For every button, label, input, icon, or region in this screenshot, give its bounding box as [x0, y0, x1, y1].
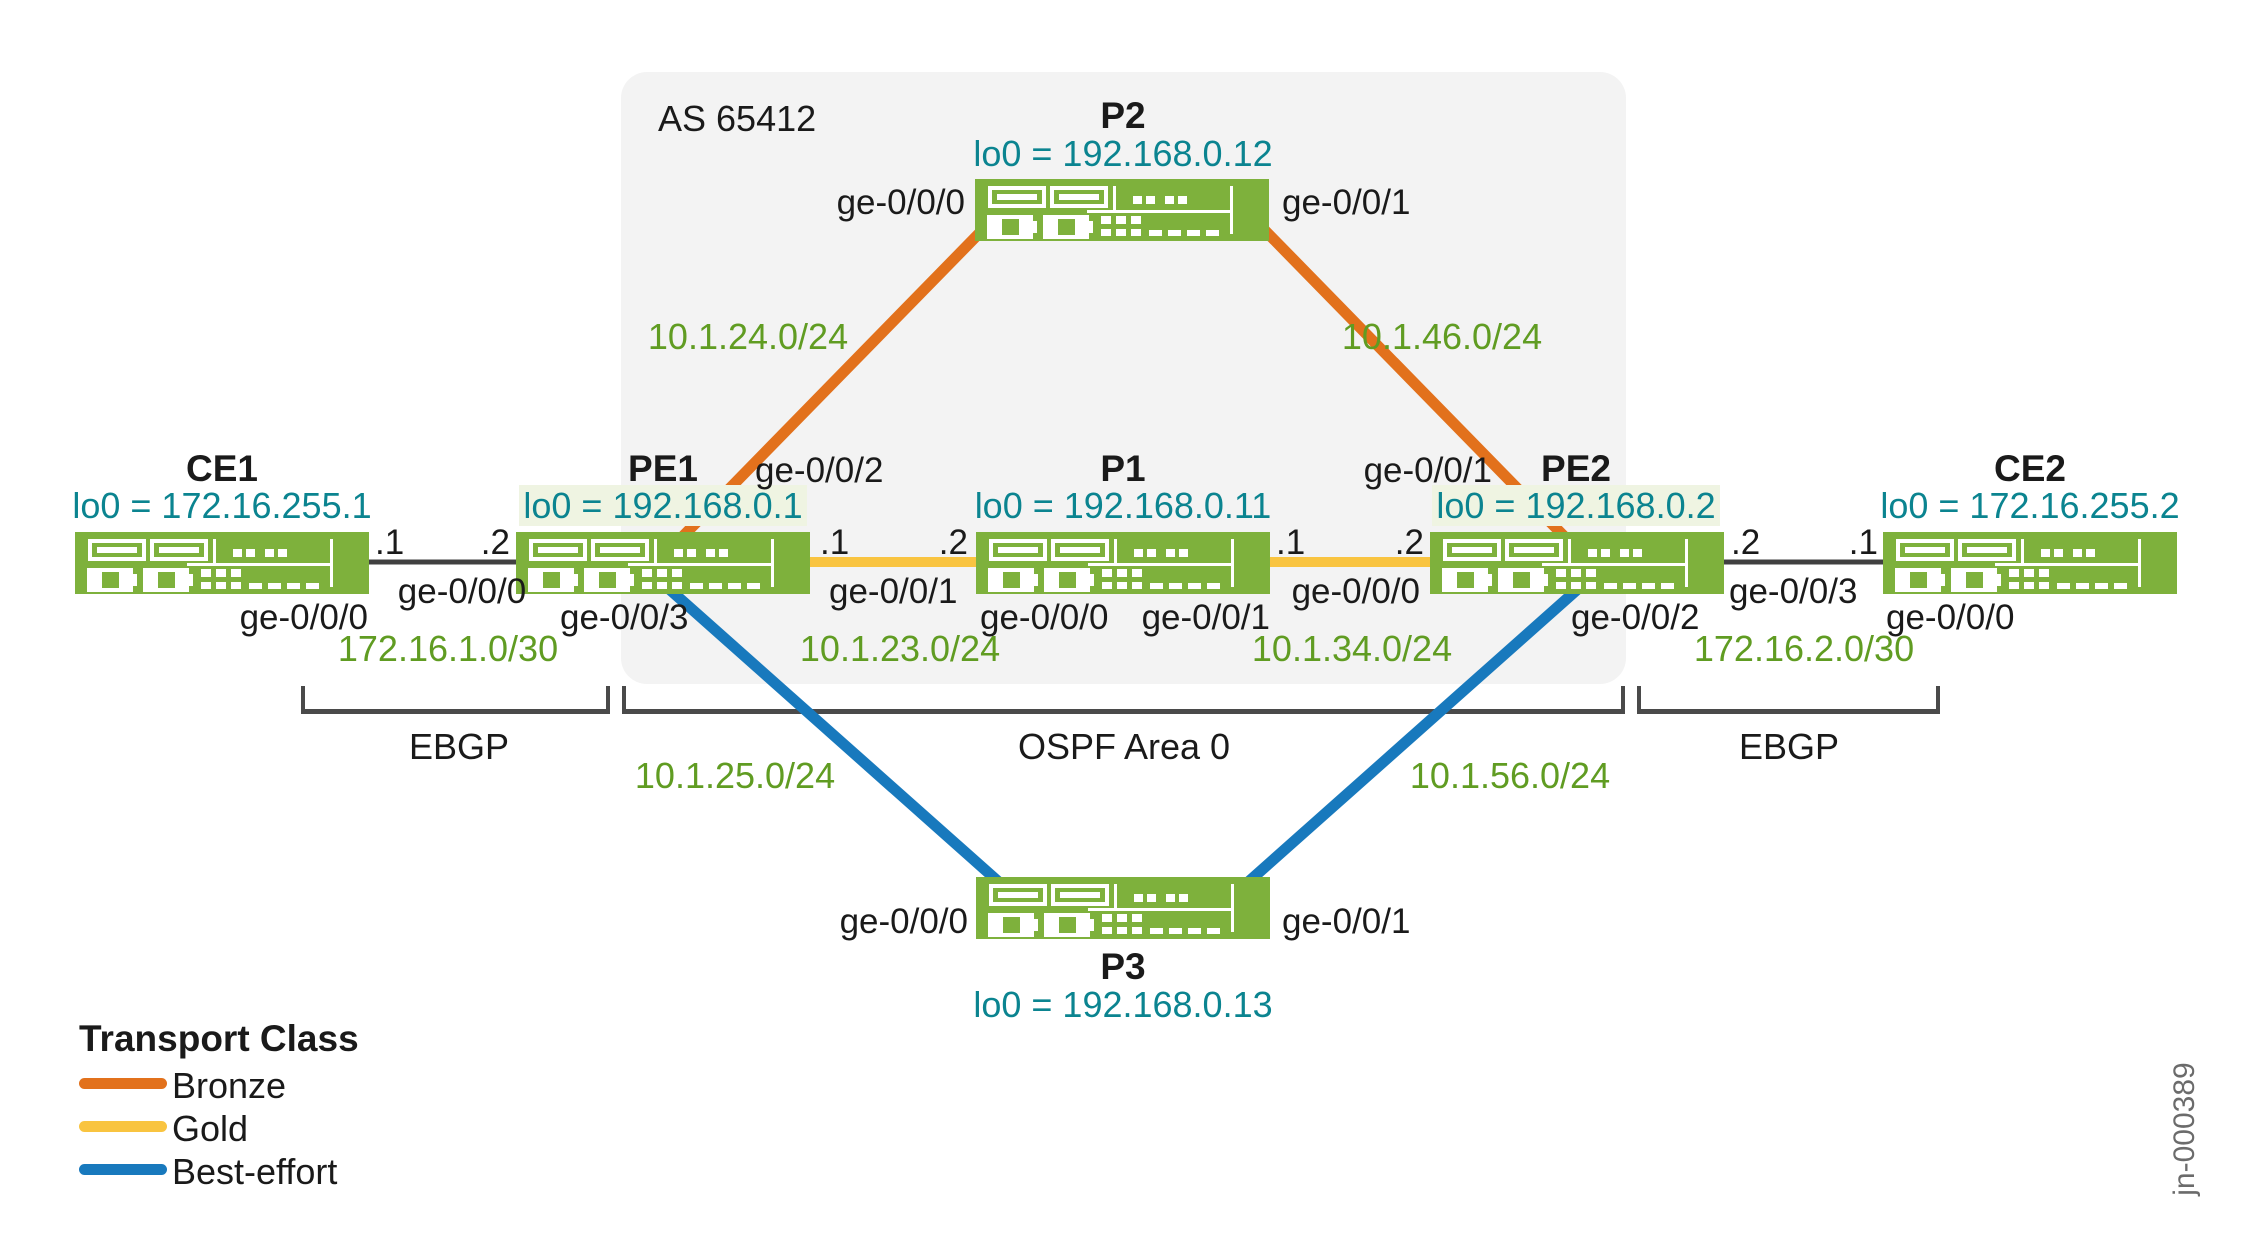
node-name-pe2: PE2: [1541, 448, 1611, 489]
as-number-label: AS 65412: [658, 98, 817, 139]
router-icon-ce1: [75, 532, 369, 594]
subnet-label-p3-pe2: 10.1.56.0/24: [1409, 755, 1611, 796]
interface-label-pe1-ge-0-0-0: ge-0/0/0: [397, 572, 527, 611]
link-blue-p3-pe2: [1233, 567, 1601, 897]
subnet-label-pe2-ce2: 172.16.2.0/30: [1693, 628, 1915, 669]
ospf-area-brace: [622, 686, 1625, 714]
loopback-ce1: lo0 = 172.16.255.1: [72, 485, 372, 526]
subnet-label-pe1-p3: 10.1.25.0/24: [634, 755, 836, 796]
legend-swatch-gold: [79, 1121, 167, 1132]
node-name-p3: P3: [1100, 946, 1146, 987]
ip-host-label-p1-left: .2: [938, 523, 968, 562]
link-blue-pe1-p3: [646, 567, 1014, 897]
label-ebgp-left: EBGP: [408, 726, 510, 767]
node-name-ce2: CE2: [1994, 448, 2066, 489]
legend-item-best-effort: Best-effort: [172, 1151, 338, 1192]
ebgp-right-brace: [1637, 686, 1940, 714]
interface-label-pe2-ge-0-0-0: ge-0/0/0: [1291, 572, 1420, 611]
ip-host-label-pe2-right: .2: [1731, 523, 1761, 562]
interface-label-ce1-ge-0-0-0: ge-0/0/0: [239, 598, 368, 637]
node-name-p1: P1: [1100, 448, 1146, 489]
ip-host-label-p1-right: .1: [1276, 523, 1306, 562]
interface-label-pe2-ge-0-0-1: ge-0/0/1: [1363, 451, 1492, 490]
subnet-label-ce1-pe1: 172.16.1.0/30: [337, 628, 559, 669]
legend-item-bronze: Bronze: [172, 1065, 287, 1106]
legend-swatch-bronze: [79, 1078, 167, 1089]
ebgp-left-brace: [301, 686, 610, 714]
loopback-p3: lo0 = 192.168.0.13: [973, 984, 1273, 1025]
interface-label-p2-ge-0-0-1: ge-0/0/1: [1282, 183, 1411, 222]
loopback-pe2: lo0 = 192.168.0.2: [1426, 485, 1726, 526]
figure-id: jn-000389: [2168, 1062, 2201, 1196]
ip-host-label-ce2-side: .1: [1848, 523, 1878, 562]
subnet-label-pe1-p2: 10.1.24.0/24: [647, 316, 849, 357]
router-icon-p2: [975, 179, 1269, 241]
loopback-pe1: lo0 = 192.168.0.1: [513, 485, 813, 526]
interface-label-p1-ge-0-0-1: ge-0/0/1: [1141, 598, 1270, 637]
ip-host-label-ce1-side: .1: [375, 523, 405, 562]
interface-label-pe1-ge-0-0-2: ge-0/0/2: [755, 451, 884, 490]
router-icon-pe2: [1430, 532, 1724, 594]
loopback-ce2: lo0 = 172.16.255.2: [1880, 485, 2180, 526]
router-icon-p3: [976, 877, 1270, 939]
node-name-pe1: PE1: [628, 448, 698, 489]
subnet-label-p2-pe2: 10.1.46.0/24: [1341, 316, 1543, 357]
node-name-p2: P2: [1100, 95, 1146, 136]
interface-label-pe2-ge-0-0-3: ge-0/0/3: [1729, 572, 1858, 611]
interface-label-ce2-ge-0-0-0: ge-0/0/0: [1886, 598, 2015, 637]
interface-label-pe1-ge-0-0-1: ge-0/0/1: [829, 572, 958, 611]
ip-host-label-pe1-left: .2: [480, 523, 510, 562]
ip-host-label-pe2-left: .2: [1394, 523, 1424, 562]
subnet-label-p1-pe2: 10.1.34.0/24: [1251, 628, 1453, 669]
node-name-ce1: CE1: [186, 448, 258, 489]
interface-label-p3-ge-0-0-1: ge-0/0/1: [1282, 902, 1411, 941]
interface-label-pe1-ge-0-0-3: ge-0/0/3: [560, 598, 689, 637]
legend-item-gold: Gold: [172, 1108, 249, 1149]
loopback-p1: lo0 = 192.168.0.11: [974, 485, 1272, 526]
subnet-label-pe1-p1: 10.1.23.0/24: [799, 628, 1001, 669]
interface-label-pe2-ge-0-0-2: ge-0/0/2: [1571, 598, 1700, 637]
legend-swatch-best-effort: [79, 1164, 167, 1175]
interface-label-p1-ge-0-0-0: ge-0/0/0: [980, 598, 1109, 637]
router-icon-ce2: [1883, 532, 2177, 594]
interface-label-p3-ge-0-0-0: ge-0/0/0: [839, 902, 968, 941]
interface-label-p2-ge-0-0-0: ge-0/0/0: [836, 183, 965, 222]
legend-title: Transport Class: [79, 1018, 359, 1059]
label-ospf-area-0: OSPF Area 0: [1017, 726, 1231, 767]
ip-host-label-pe1-right: .1: [820, 523, 850, 562]
loopback-p2: lo0 = 192.168.0.12: [973, 133, 1273, 174]
label-ebgp-right: EBGP: [1738, 726, 1840, 767]
